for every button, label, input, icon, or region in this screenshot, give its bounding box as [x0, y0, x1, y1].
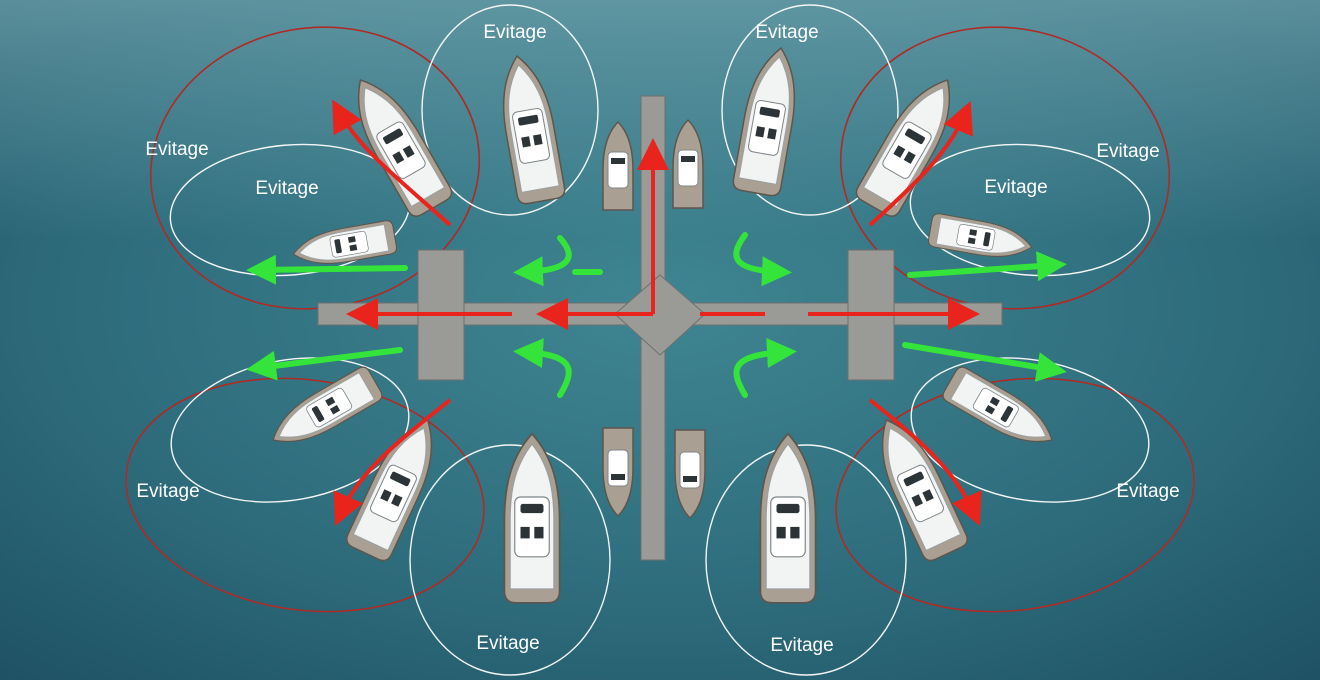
red-arrows — [332, 99, 982, 526]
label-evitage: Evitage — [1096, 141, 1159, 162]
label-evitage: Evitage — [984, 177, 1047, 198]
label-evitage: Evitage — [476, 633, 539, 654]
label-evitage: Evitage — [483, 22, 546, 43]
green-arrows — [246, 232, 1067, 398]
label-evitage: Evitage — [136, 481, 199, 502]
label-evitage: Evitage — [255, 178, 318, 199]
label-evitage: Evitage — [1116, 481, 1179, 502]
label-evitage: Evitage — [755, 22, 818, 43]
swing-circles — [125, 4, 1195, 676]
evitage-labels: Evitage Evitage Evitage Evitage Evitage … — [136, 22, 1179, 656]
label-evitage: Evitage — [770, 635, 833, 656]
label-evitage: Evitage — [145, 139, 208, 160]
